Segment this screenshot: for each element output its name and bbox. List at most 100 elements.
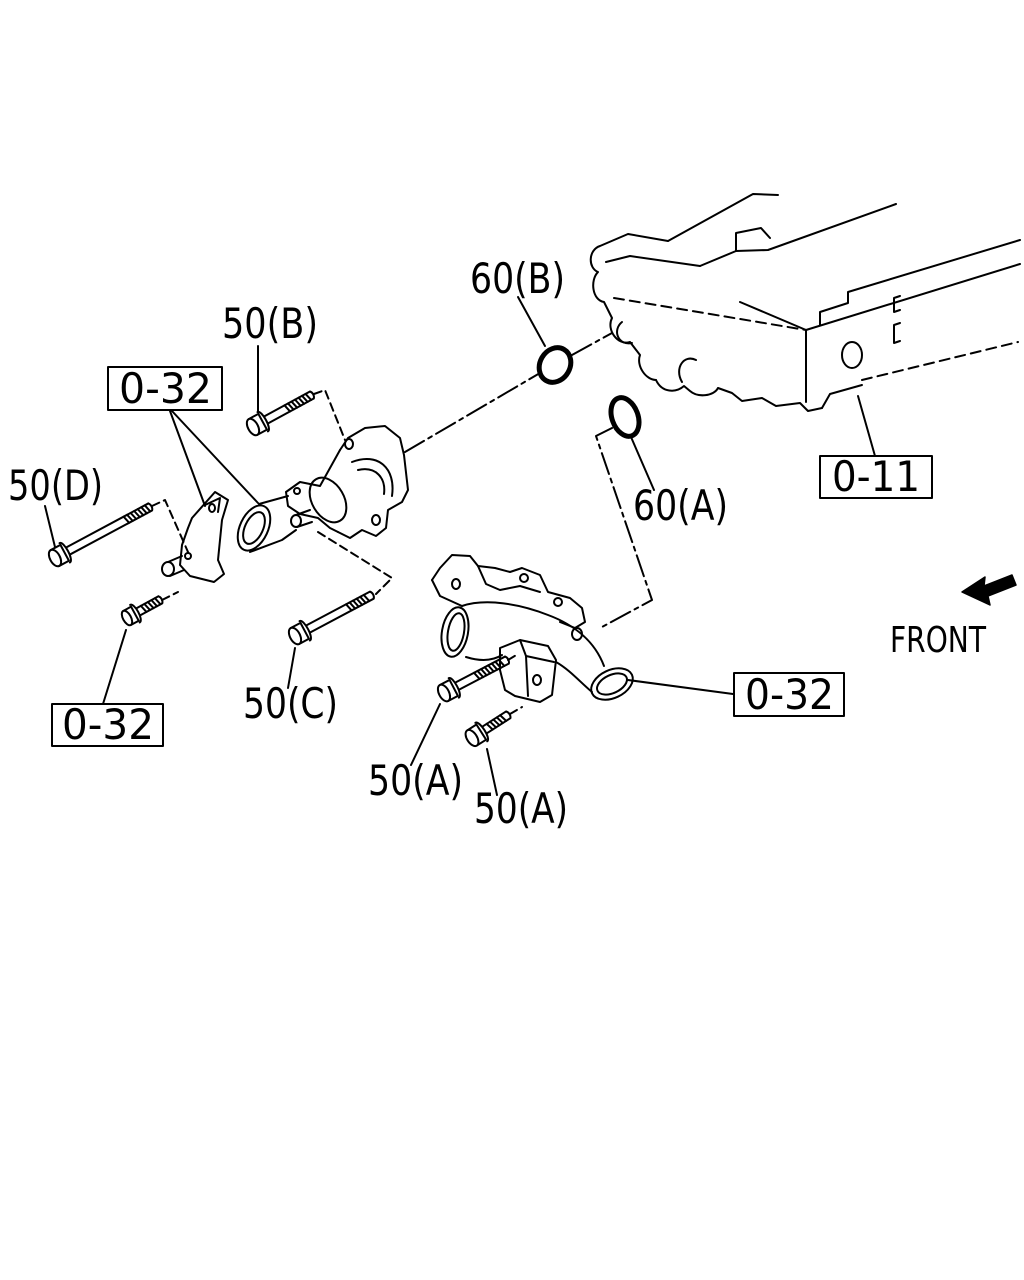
callout-50b: 50(B) [222,299,318,348]
engine-block-bottom-contour [655,379,823,412]
leader-ref-outlet [627,679,734,695]
bolt-50a-upper [436,655,510,703]
callout-50c: 50(C) [243,679,338,728]
callout-60a: 60(A) [633,481,728,530]
thermostat-housing-hole-bottom [371,514,381,526]
ref-box-outlet [733,672,845,717]
bracket-tab [204,497,221,513]
thermostat-housing-outlet-inner [242,511,266,545]
chain-housing-to-o-ring-60b [404,372,541,453]
bolt-ref-head-face [120,609,134,627]
dash-bolt-50b [313,389,346,441]
thermostat-seat-bracket [499,639,557,703]
line-art [44,193,1021,796]
leader-60b [517,296,546,347]
o-ring-60a [608,395,642,439]
leader-0-11 [857,395,876,457]
outlet-pipe-hole-2 [519,573,529,583]
leader-ref-bracket-2 [171,410,259,504]
bolt-50a-lower-thread [485,714,508,731]
outlet-pipe-hole-1 [451,578,461,590]
ref-box-bracket [107,366,223,411]
ref-box-engine [819,455,933,499]
engine-bolt-hole [678,357,697,383]
bolt-50b-head-face [245,417,261,437]
thermostat-housing-flange [337,425,409,539]
bolt-50c-thread [345,593,371,612]
bolt-50b [245,390,315,437]
ref-label-bracket: 0-32 [119,364,212,413]
ref-box-bolt [51,703,164,747]
thermostat-housing-hole-top [344,438,354,450]
leader-50a-lower [486,748,498,796]
leader-lines [44,296,876,796]
thermostat-housing-bore [351,458,394,497]
engine-block-rib [819,239,1021,326]
dash-bolt-50a-lower [509,706,523,715]
engine-block-side [739,263,1021,331]
labels: 60(B) 50(B) 0-32 50(D) 0-11 60(A) FRONT … [8,254,987,833]
bolt-50d [47,502,154,568]
engine-block-bracket-lower [893,322,901,344]
thermostat-housing-boss-side [295,509,313,528]
dash-bolt-50d [151,499,189,553]
outlet-pipe-hole-5 [532,674,542,686]
outlet-pipe-left-opening [440,606,470,658]
dash-bolt-ref [161,591,179,601]
bracket-boss [161,561,175,577]
bolt-50d-thread [122,504,152,524]
leader-60a [630,436,655,491]
dash-bolt-50a-upper [507,653,519,661]
bolt-50c [287,590,375,646]
dash-bolt-50c [317,531,393,595]
leader-50a-upper [410,703,441,766]
bolt-ref-thread [139,597,162,613]
callout-50a-lower: 50(A) [474,784,568,833]
engine-head-top-edge [667,193,779,242]
bolt-50a-lower-flange [474,721,490,743]
bolt-50d-shank [65,502,154,556]
outlet-pipe-hole-3 [553,597,563,607]
bolt-50a-upper-head-face [436,683,452,703]
callout-60b: 60(B) [470,254,565,303]
thermostat-housing-outlet-tube [249,495,297,553]
engine-hidden-edge [613,297,807,331]
leader-ref-bolt [102,629,127,705]
engine-block-bracket-upper [893,295,901,313]
front-arrow-icon [961,574,1017,606]
outlet-pipe-hole-4 [571,627,583,641]
bracket-boss-side [167,555,185,577]
chain-lines [404,332,653,628]
bolt-50a-upper-thread [473,658,506,680]
engine-head-step [699,203,897,267]
chain-o-ring-60a-to-pipe [595,427,653,628]
leader-50c [287,647,296,689]
bolt-50b-thread [283,392,313,413]
bolt-50c-flange [298,620,312,642]
water-outlet-pipe [431,554,634,703]
bolt-50a-lower [464,710,512,748]
outlet-pipe-flange [431,554,586,629]
outlet-pipe-flange-arm [431,565,541,607]
bolt-50c-head-face [287,626,303,646]
engine-coolant-port [841,341,863,369]
engine-block-side-lower [821,384,863,409]
engine-hidden-edge-right [861,341,1019,381]
ref-label-engine: 0-11 [832,452,920,501]
thermostat-housing-outlet-mouth [236,504,272,552]
outlet-pipe-left-opening-inner [446,612,466,652]
engine-inlet-port [616,321,633,345]
bracket-pin-hole [184,552,192,560]
bolt-ref-flange [129,603,142,624]
leader-ref-bracket-1 [169,410,206,507]
front-label: FRONT [890,620,987,661]
ref-label-bolt: 0-32 [62,700,154,749]
chain-o-ring-60b-to-engine [571,332,613,356]
thermostat-housing-body [285,449,341,533]
thermostat-housing [236,425,409,553]
thermostat-housing-hole-left [293,487,301,495]
outlet-pipe-right-opening [590,667,634,701]
engine-head-front-contour [589,233,669,381]
thermostat-housing-port [308,476,348,524]
